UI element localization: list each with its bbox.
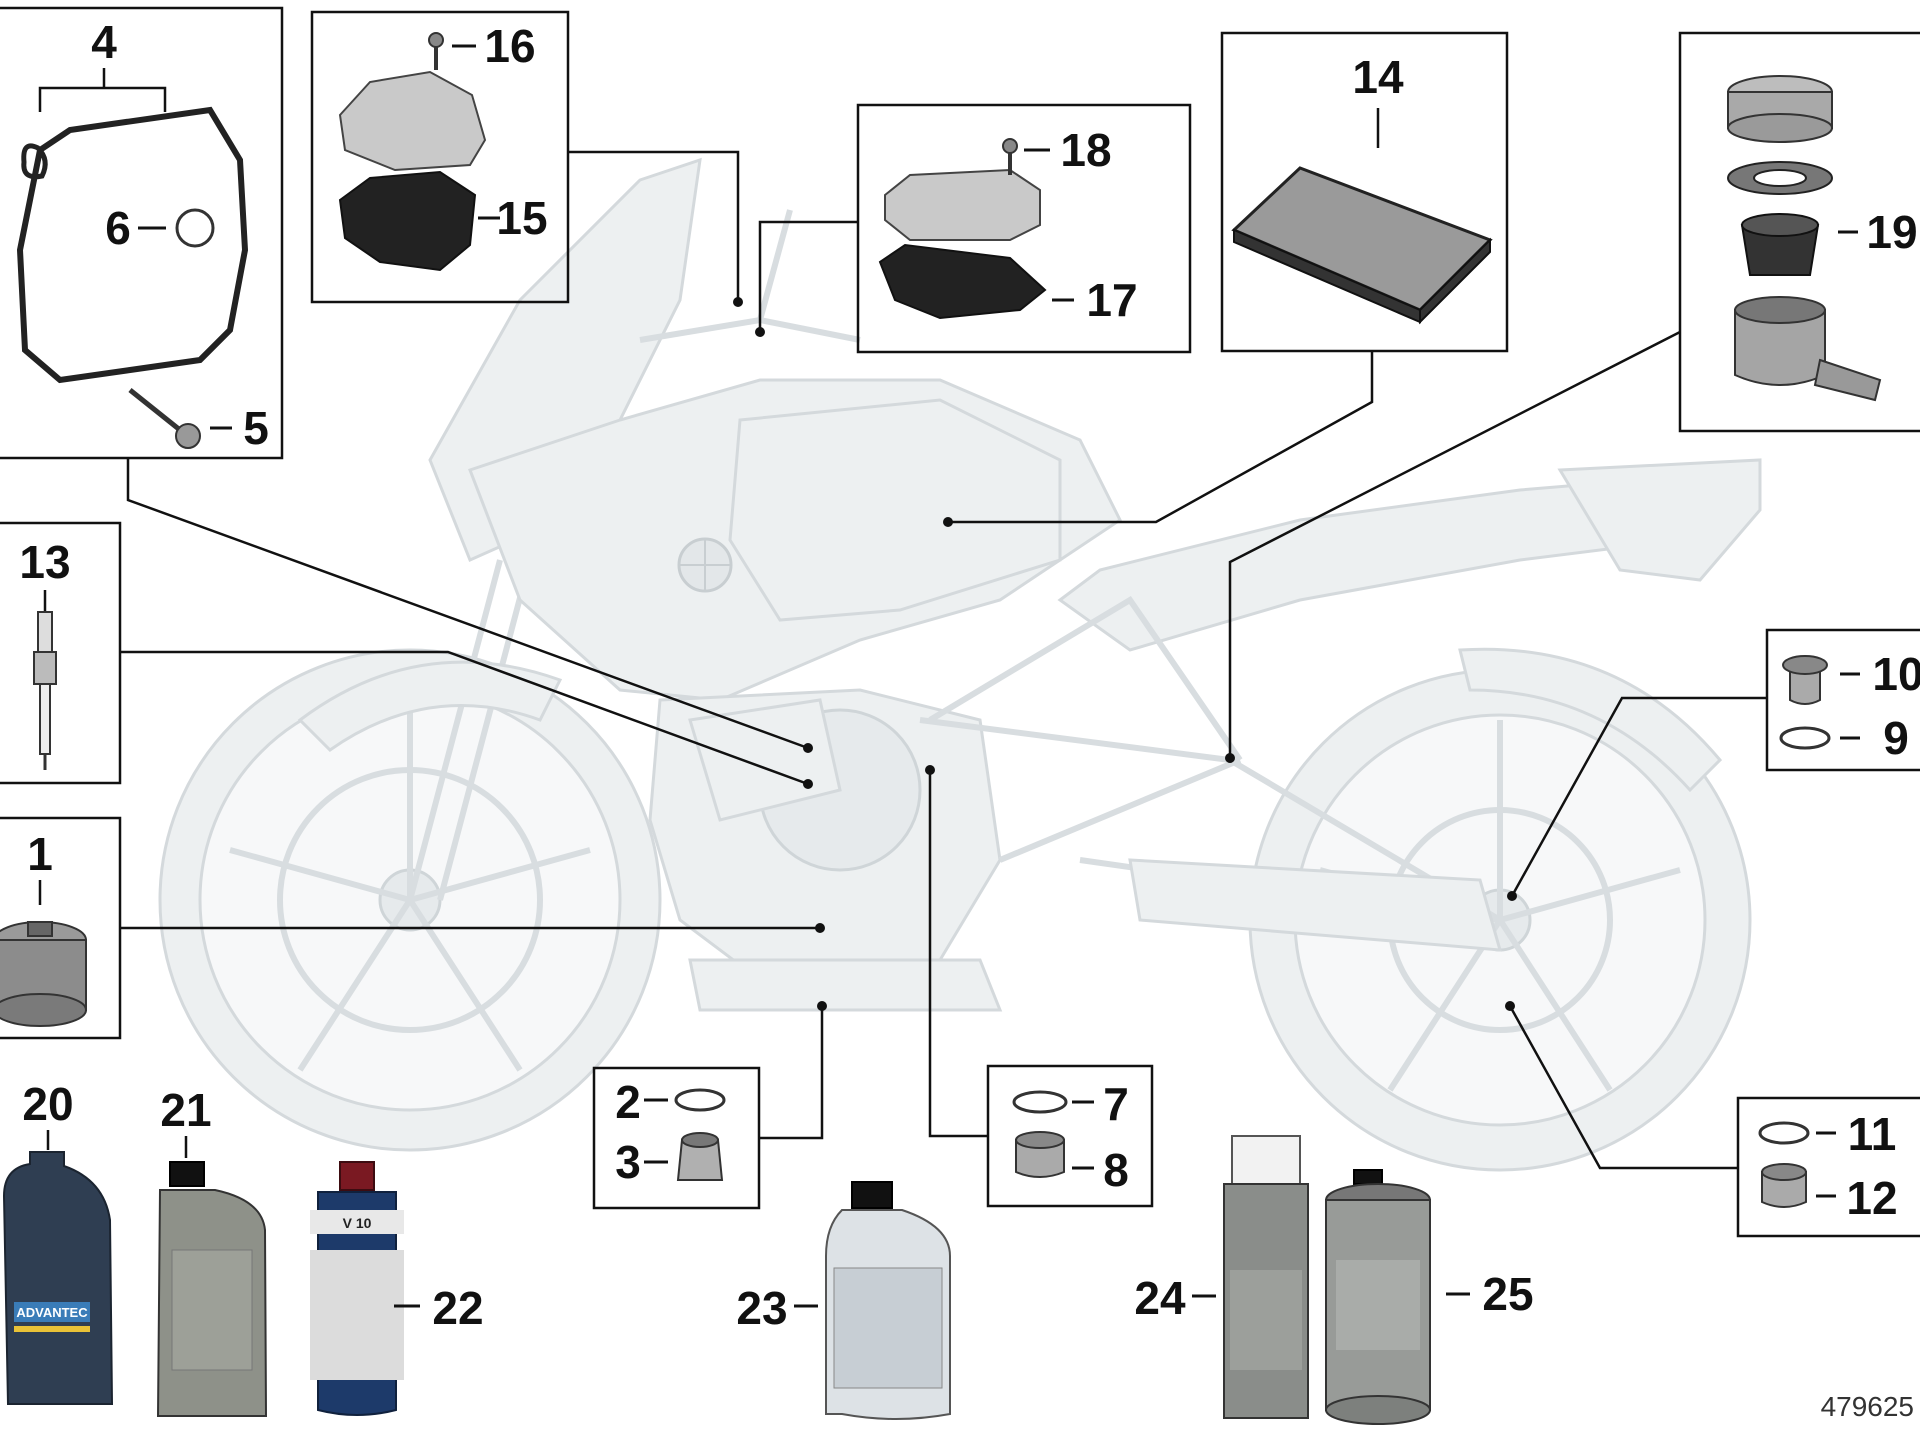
callout-11: 11 <box>1848 1108 1897 1160</box>
group-2-3-drain-plug: 2 3 <box>592 1066 761 1210</box>
product-23-brake-fluid: 23 <box>736 1181 951 1420</box>
product-20-engine-oil: 20 ADVANTEC <box>2 1078 114 1405</box>
callout-8: 8 <box>1103 1144 1129 1196</box>
group-15-16-reservoir-cover: 16 15 <box>310 10 570 304</box>
screw-icon <box>1002 138 1018 154</box>
sealing-ring-icon <box>674 1088 726 1112</box>
callout-12: 12 <box>1846 1172 1897 1224</box>
callout-15: 15 <box>496 192 547 244</box>
callout-23: 23 <box>736 1282 787 1334</box>
callout-24: 24 <box>1134 1272 1186 1324</box>
product-24-spray-can: 24 <box>1134 1135 1309 1419</box>
callout-3: 3 <box>615 1136 641 1188</box>
callout-20: 20 <box>22 1078 73 1130</box>
group-14-box <box>1220 31 1509 353</box>
callout-22: 22 <box>432 1282 483 1334</box>
group-7-8-plug: 7 8 <box>986 1064 1154 1208</box>
spark-plug-icon <box>37 611 53 653</box>
product-22-coolant-bottle: V 10 22 <box>310 1161 484 1416</box>
callout-5: 5 <box>243 402 269 454</box>
bottle-cap-icon <box>339 1161 375 1191</box>
callout-16: 16 <box>484 20 535 72</box>
callout-9: 9 <box>1883 712 1909 764</box>
spray-cap-icon <box>1231 1135 1301 1185</box>
group-9-10-plug: 10 9 <box>1765 628 1920 772</box>
group-11-12-plug: 11 12 <box>1736 1096 1920 1238</box>
group-17-18-box <box>856 103 1192 354</box>
o-ring-icon <box>175 208 215 248</box>
oil-bottle-icon <box>2 1151 114 1405</box>
screw-icon <box>175 423 201 449</box>
group-9-10-box <box>1765 628 1920 772</box>
callout-21: 21 <box>160 1084 211 1136</box>
screw-plug-icon <box>1789 664 1821 705</box>
cover-gasket-dark-icon <box>878 243 1047 320</box>
screw-plug-icon <box>1761 1171 1807 1208</box>
bottle-cap-icon <box>169 1161 205 1187</box>
product-25-can: 25 <box>1325 1169 1534 1425</box>
callout-4: 4 <box>91 16 117 68</box>
callout-1: 1 <box>27 828 53 880</box>
product-21-oil-bottle: 21 <box>156 1084 268 1417</box>
bottle-cap-icon <box>851 1181 893 1209</box>
group-19-fluid-reservoir: 19 <box>1678 31 1920 433</box>
callout-14: 14 <box>1352 51 1404 103</box>
screw-plug-icon <box>1015 1139 1065 1178</box>
diagram-reference-number: 479625 <box>1821 1391 1914 1422</box>
group-4-box <box>0 6 284 460</box>
callout-13: 13 <box>19 536 70 588</box>
group-13-spark-plug: 13 <box>0 521 122 785</box>
sealing-ring-icon <box>1012 1090 1068 1114</box>
can-spout-icon <box>1353 1169 1383 1185</box>
group-14-air-filter: 14 <box>1220 31 1509 353</box>
screw-icon <box>428 32 444 48</box>
callout-6: 6 <box>105 202 131 254</box>
group-15-16-box <box>310 10 570 304</box>
callout-17: 17 <box>1086 274 1137 326</box>
motorcycle-illustration <box>158 157 1762 1172</box>
group-17-18-reservoir-cover: 18 17 <box>856 103 1192 354</box>
group-19-box <box>1678 31 1920 433</box>
reservoir-cover-icon <box>884 168 1041 241</box>
reservoir-cover-icon <box>338 70 487 172</box>
leader-lines <box>120 150 1767 1170</box>
clip-ring-icon <box>21 143 48 180</box>
cover-gasket-icon <box>16 106 249 384</box>
callout-19: 19 <box>1866 206 1917 258</box>
group-4-gasket-set: 4 6 5 <box>0 6 284 460</box>
oil-brand-label: ADVANTEC <box>16 1305 88 1320</box>
cover-gasket-dark-icon <box>338 170 477 272</box>
callout-18: 18 <box>1060 124 1111 176</box>
callout-7: 7 <box>1103 1078 1129 1130</box>
callout-2: 2 <box>615 1076 641 1128</box>
sealing-ring-icon <box>1779 726 1831 750</box>
callout-25: 25 <box>1482 1268 1533 1320</box>
callout-10: 10 <box>1872 648 1920 700</box>
group-1-oil-filter-wrench: 1 <box>0 816 122 1040</box>
sealing-ring-icon <box>1758 1121 1810 1145</box>
fluid-bottle-label: V 10 <box>343 1215 372 1231</box>
